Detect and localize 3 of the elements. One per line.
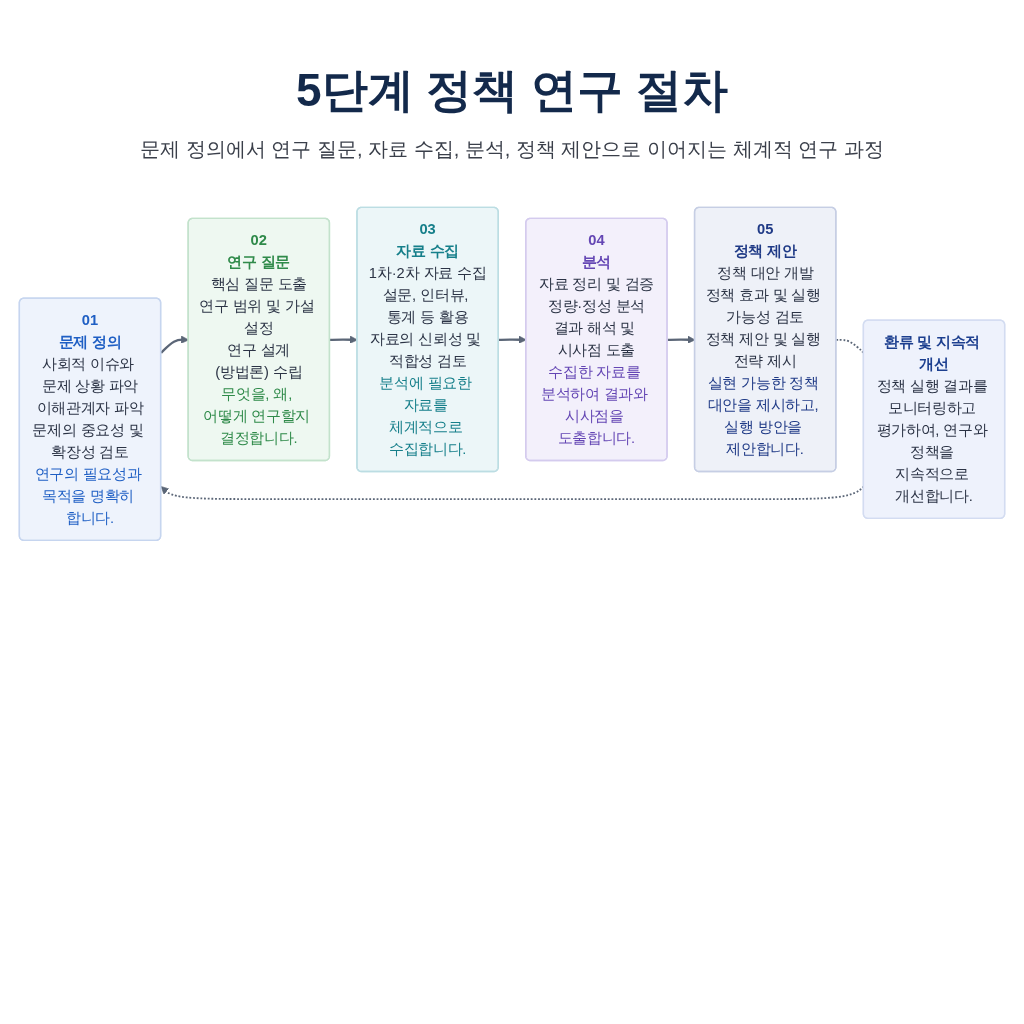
subtitle: 문제 정의에서 연구 질문, 자료 수집, 분석, 정책 제안으로 이어지는 체계적 연구 과정 — [140, 137, 884, 162]
title: 5단계 정책 연구 절차 — [295, 63, 729, 118]
arrow — [160, 335, 189, 354]
